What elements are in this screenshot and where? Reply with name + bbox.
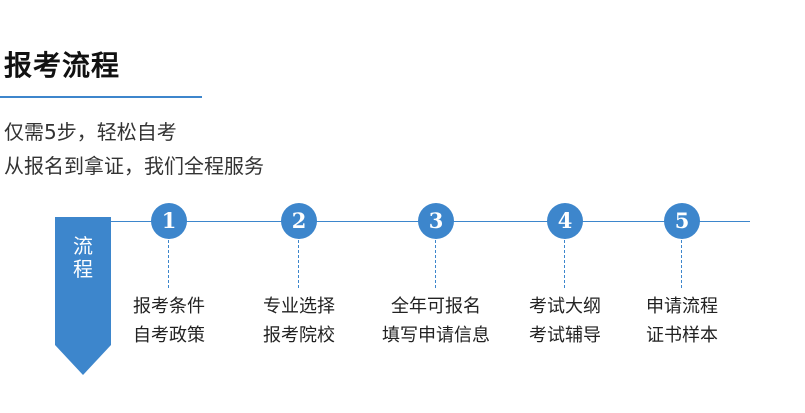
step-connector — [168, 240, 169, 288]
step-label-line-1: 考试大纲 — [529, 296, 601, 317]
step-label-line-2: 自考政策 — [133, 325, 205, 346]
step-number-badge: 5 — [664, 203, 700, 239]
step-label-line-2: 报考院校 — [263, 325, 335, 346]
banner-char-1: 流 — [73, 234, 93, 258]
step-number-badge: 4 — [547, 203, 583, 239]
step-label-line-2: 考试辅导 — [529, 325, 601, 346]
flow-step-2: 2 专业选择 报考院校 — [239, 203, 359, 353]
flow-banner: 流 程 — [55, 217, 111, 375]
flow-step-4: 4 考试大纲 考试辅导 — [505, 203, 625, 353]
step-connector — [564, 240, 565, 288]
step-connector — [298, 240, 299, 288]
flow-step-1: 1 报考条件 自考政策 — [109, 203, 229, 353]
banner-arrow-shape — [55, 217, 111, 375]
step-connector — [435, 240, 436, 288]
flow-step-5: 5 申请流程 证书样本 — [622, 203, 742, 353]
subtitle-line-1: 仅需5步，轻松自考 — [4, 120, 177, 144]
step-label-line-1: 全年可报名 — [391, 296, 481, 317]
banner-char-2: 程 — [73, 257, 93, 281]
step-label-line-1: 专业选择 — [263, 296, 335, 317]
step-label-line-1: 报考条件 — [133, 296, 205, 317]
step-connector — [681, 240, 682, 288]
banner-label: 流 程 — [55, 235, 111, 281]
step-label-line-1: 申请流程 — [646, 296, 718, 317]
subtitle-line-2: 从报名到拿证，我们全程服务 — [4, 154, 264, 178]
flow-step-3: 3 全年可报名 填写申请信息 — [376, 203, 496, 353]
step-number-badge: 1 — [151, 203, 187, 239]
step-number-badge: 2 — [281, 203, 317, 239]
step-label-line-2: 填写申请信息 — [382, 325, 490, 346]
step-number-badge: 3 — [418, 203, 454, 239]
step-label-line-2: 证书样本 — [646, 325, 718, 346]
page-title: 报考流程 — [4, 49, 121, 82]
title-underline — [0, 96, 202, 98]
